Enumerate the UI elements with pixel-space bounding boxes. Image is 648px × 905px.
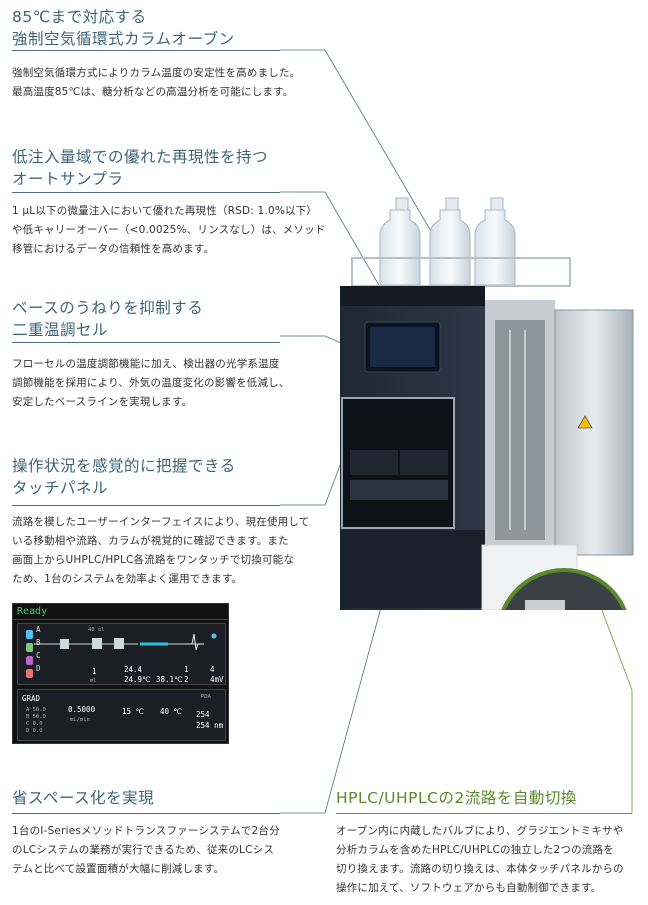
touch-body-line2: いる移動相や流路、カラムが視覚的に確認できます。また [12, 535, 289, 547]
oven-door [554, 309, 634, 556]
flow-path-panel: A B C D 40 ul 1 ml 24.4 24.9℃ 38.1℃ 1 2 … [17, 623, 226, 685]
sampler-title: 低注入量域での優れた再現性を持つ オートサンプラ [12, 146, 268, 190]
touch-title: 操作状況を感覚的に把握できる タッチパネル [12, 455, 236, 499]
sampler-title-line2: オートサンプラ [12, 170, 124, 188]
switch-body-line2: 分析カラムを含めたHPLC/UHPLCの独立した2つの流路を [336, 844, 614, 856]
pda-label: PDA [201, 694, 211, 700]
touch-body-line3: 画面上からUHPLC/HPLC各流路をワンタッチで切換可能な [12, 554, 295, 566]
cell-body-line2: 調節機能を採用により、外気の温度変化の影響を低減し、 [12, 377, 290, 389]
leader-switch [599, 604, 633, 813]
cell-body: フローセルの温度調節機能に加え、検出器の光学系温度 調節機能を採用により、外気の… [12, 355, 290, 412]
leader-space [280, 599, 384, 814]
reservoir-c: C [36, 651, 41, 660]
grad-label: GRAD [22, 694, 41, 703]
space-body-line3: テムと比べて設置面積が大幅に削減します。 [12, 863, 225, 875]
switch-body: オーブン内に内蔵したバルブにより、グラジエントミキサや 分析カラムを含めたHPL… [336, 822, 624, 898]
bottles [379, 197, 516, 286]
switch-body-line1: オーブン内に内蔵したバルブにより、グラジエントミキサや [336, 825, 624, 837]
wl-1: 1 [184, 665, 189, 674]
reservoir-a: A [36, 625, 41, 634]
space-body-line1: 1台のI-Seriesメソッドトランスファーシステムで2台分 [12, 825, 280, 837]
column-temp: 40 [160, 707, 170, 716]
wl-v1: 4 [210, 665, 215, 674]
grad-line-b: B 50.0 [26, 714, 46, 720]
oven-title: 85℃まで対応する 強制空気循環式カラムオーブン [12, 6, 235, 50]
cell-divider [12, 342, 280, 343]
cell-body-line3: 安定したベースラインを実現します。 [12, 396, 193, 408]
cell-title-line1: ベースのうねりを抑制する [12, 299, 204, 317]
sampler-body-line3: 移管におけるデータの信頼性を高めます。 [12, 243, 215, 255]
space-divider [12, 813, 280, 814]
sampler-body-line2: や低キャリーオーバー（<0.0025%、リンスなし）は、メソッド [12, 224, 326, 236]
flow-diagram [26, 630, 217, 678]
pump-value: 0.5000 [68, 705, 96, 714]
touch-body-line4: ため、1台のシステムを効率よく運用できます。 [12, 573, 243, 585]
pump-unit: mL/min [70, 717, 90, 723]
cell-body-line1: フローセルの温度調節機能に加え、検出器の光学系温度 [12, 358, 280, 370]
cell-title-line2: 二重温調セル [12, 321, 109, 339]
touch-body-line1: 流路を模したユーザーインターフェイスにより、現在使用して [12, 516, 310, 528]
column-unit: ℃ [173, 707, 182, 716]
pda-2: 254 [196, 721, 210, 730]
tray-unit: ℃ [135, 707, 144, 716]
space-title: 省スペース化を実現 [12, 789, 155, 807]
oven-temp-unit: ℃ [174, 675, 183, 684]
status-panel: GRAD A 50.0 B 50.0 C 0.0 D 0.0 0.5000 mL… [17, 689, 226, 741]
pda-unit: nm [214, 721, 224, 730]
tray-temp: 15 [122, 707, 132, 716]
val-1: 1 [92, 667, 97, 676]
space-body: 1台のI-Seriesメソッドトランスファーシステムで2台分 のLCシステムの業… [12, 822, 280, 879]
touch-title-line2: タッチパネル [12, 479, 109, 497]
flow-label: 40 ul [88, 627, 105, 633]
temp-b-unit: ℃ [142, 675, 151, 684]
switch-divider [336, 813, 632, 814]
oven-body-line1: 強制空気循環方式によりカラム温度の安定性を高めました。 [12, 67, 301, 79]
oven-body: 強制空気循環方式によりカラム温度の安定性を高めました。 最高温度85℃は、糖分析… [12, 64, 300, 102]
oven-body-line2: 最高温度85℃は、糖分析などの高温分析を可能にします。 [12, 86, 294, 98]
touch-panel-screenshot: Ready A B C D 40 ul 1 ml 24.4 [12, 603, 229, 744]
touch-title-line1: 操作状況を感覚的に把握できる [12, 457, 236, 475]
wl-unit: mV [214, 675, 224, 684]
reservoir-d: D [36, 664, 41, 673]
temp-b: 24.9 [124, 675, 143, 684]
temp-a: 24.4 [124, 665, 143, 674]
grad-line-d: D 0.0 [26, 728, 43, 734]
grad-line-c: C 0.0 [26, 721, 43, 727]
switch-body-line3: 切り換えます。流路の切り換えは、本体タッチパネルからの [336, 863, 624, 875]
wl-2: 2 [184, 675, 189, 684]
grad-line-a: A 50.0 [26, 707, 46, 713]
lc-instrument-image [340, 197, 634, 610]
wl-v2: 4 [210, 675, 215, 684]
switch-body-line4: 操作に加えて、ソフトウェアからも自動制御できます。 [336, 882, 602, 894]
panel-status: Ready [17, 606, 48, 617]
oven-title-line2: 強制空気循環式カラムオーブン [12, 30, 235, 48]
val-ml: ml [90, 678, 97, 684]
oven-title-line1: 85℃まで対応する [12, 8, 147, 26]
switch-title: HPLC/UHPLCの2流路を自動切換 [336, 789, 577, 807]
sampler-body-line1: 1 µL以下の微量注入において優れた再現性（RSD: 1.0%以下） [12, 205, 318, 217]
oven-divider [12, 50, 280, 51]
touch-body: 流路を模したユーザーインターフェイスにより、現在使用して いる移動相や流路、カラ… [12, 513, 310, 589]
sampler-divider [12, 192, 280, 193]
sampler-body: 1 µL以下の微量注入において優れた再現性（RSD: 1.0%以下） や低キャリ… [12, 202, 326, 259]
cell-title: ベースのうねりを抑制する 二重温調セル [12, 297, 203, 341]
sampler-title-line1: 低注入量域での優れた再現性を持つ [12, 148, 269, 166]
pda-1: 254 [196, 710, 210, 719]
reservoir-b: B [36, 638, 41, 647]
space-body-line2: のLCシステムの業務が実行できるため、従来のLCシス [12, 844, 275, 856]
touch-divider [12, 505, 280, 506]
oven-temp: 38.1 [156, 675, 175, 684]
